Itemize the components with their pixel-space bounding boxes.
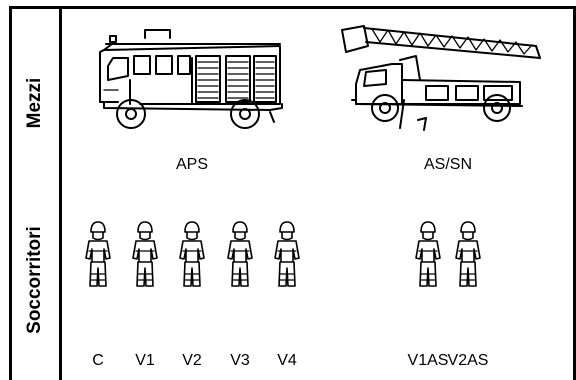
rescuer-figure-icon xyxy=(132,221,158,287)
rescuer-label: V2AS xyxy=(447,352,489,369)
rescuer-label: V1 xyxy=(135,352,155,369)
rescuer-label: V4 xyxy=(277,352,297,369)
rescuer-figure-icon xyxy=(227,221,253,287)
rescuer-figure-icon xyxy=(274,221,300,287)
rescuer-figure-icon xyxy=(85,221,111,287)
vehicle-label-aps: APS xyxy=(175,156,209,173)
diagram-frame xyxy=(9,6,576,380)
rescuer-label: C xyxy=(92,352,104,369)
rescuer-figure-icon xyxy=(179,221,205,287)
vehicle-label-as-sn: AS/SN xyxy=(423,156,473,173)
row-label-divider xyxy=(59,6,62,380)
rescuer-figure-icon xyxy=(455,221,481,287)
rescuer-label: V1AS xyxy=(407,352,449,369)
rescuer-label: V2 xyxy=(182,352,202,369)
rescuer-figure-icon xyxy=(415,221,441,287)
rescuer-label: V3 xyxy=(230,352,250,369)
